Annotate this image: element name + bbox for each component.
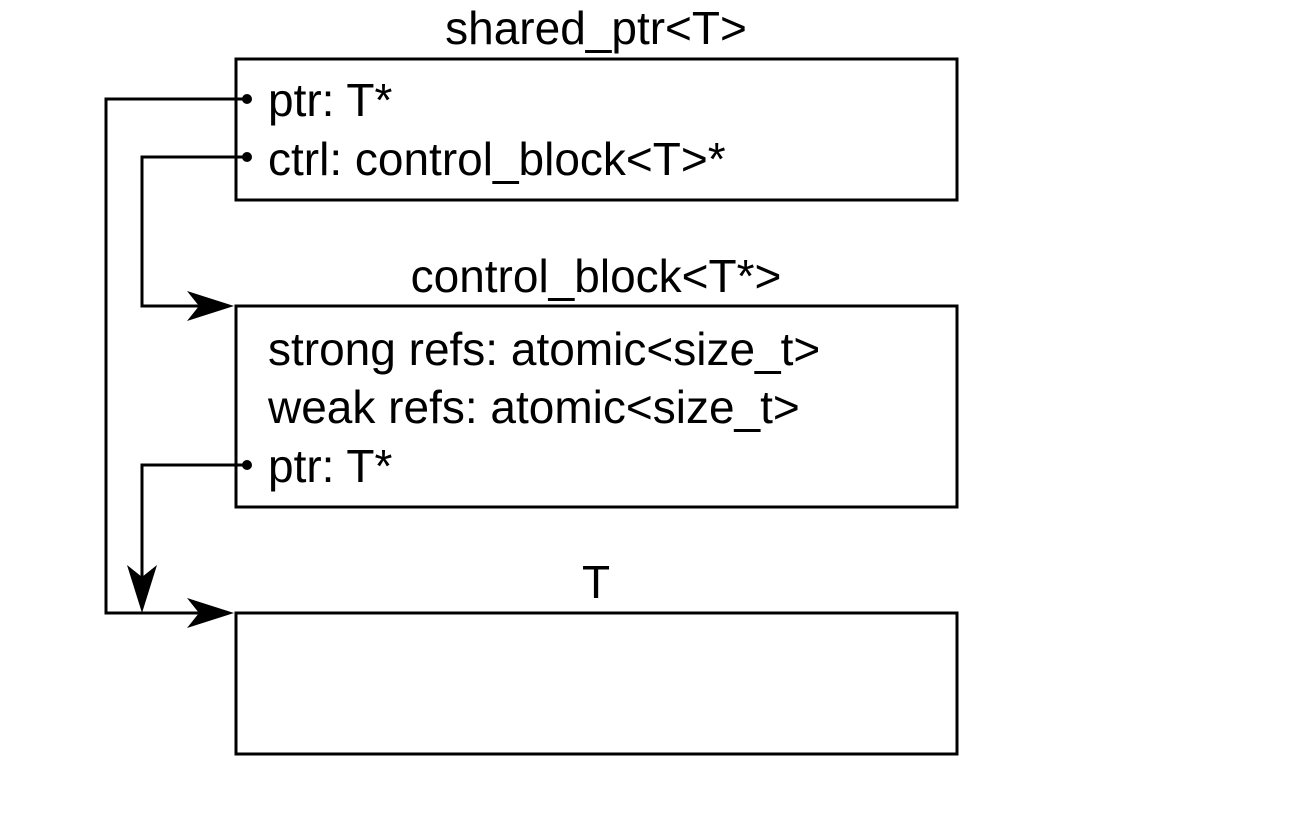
- shared-ptr-box: [234, 57, 959, 202]
- control-block-arrowhead: [187, 291, 234, 321]
- shared-ptr-title: shared_ptr<T>: [445, 2, 747, 54]
- target-box: [234, 611, 959, 756]
- control-block-field-ptr: ptr: T*: [268, 440, 393, 492]
- control-block-field-weak-refs: weak refs: atomic<size_t>: [267, 381, 800, 433]
- shared-ptr-field-ptr: ptr: T*: [268, 74, 393, 126]
- target-arrowhead-down: [127, 565, 157, 613]
- target-arrowhead-right: [187, 598, 234, 628]
- control-block-field-strong-refs: strong refs: atomic<size_t>: [268, 323, 820, 375]
- shared-ptr-ctrl-to-control-block-connector: [140, 155, 247, 308]
- control-block-title: control_block<T*>: [411, 250, 782, 302]
- shared-ptr-ptr-to-target-connector: [104, 97, 247, 615]
- target-title: T: [582, 556, 610, 608]
- control-block-ptr-to-target-connector: [140, 463, 247, 600]
- control-block-box: [234, 304, 959, 509]
- shared-ptr-field-ctrl: ctrl: control_block<T>*: [268, 133, 726, 185]
